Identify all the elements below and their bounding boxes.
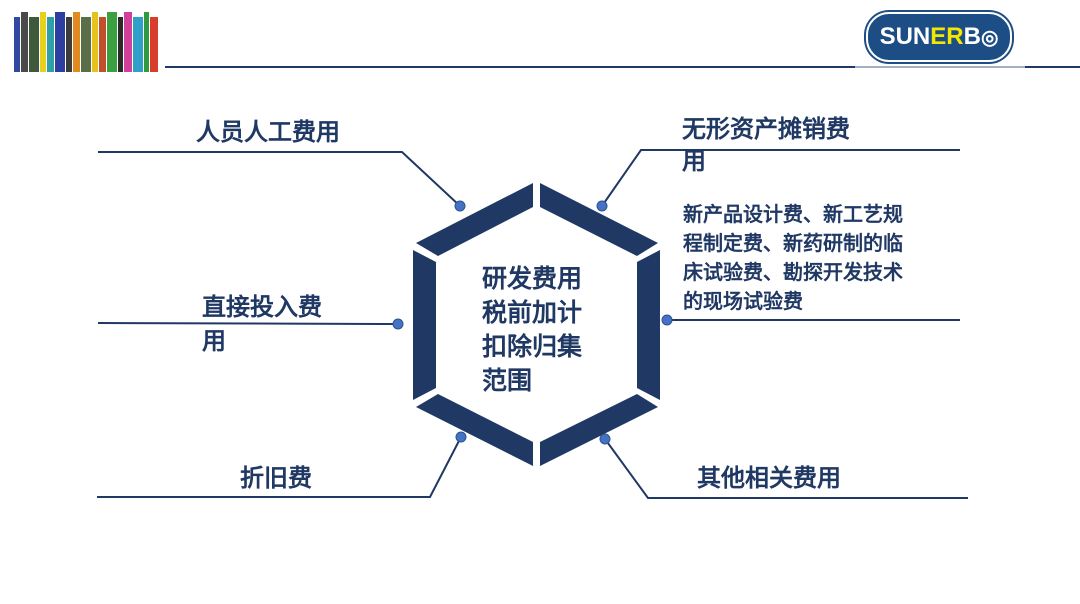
hexagon-ring [413,183,660,466]
label-line: 无形资产摊销费 [682,115,850,143]
connector-bottom-left [97,436,462,498]
hex-segment-bottom-left [416,394,533,466]
dot-mid-left [392,318,404,330]
book-spine [72,12,81,72]
connector-lines [97,149,968,499]
book-spine [14,16,20,72]
dot-top-right [596,200,608,212]
label-design-trial-costs: 新产品设计费、新工艺规 程制定费、新药研制的临 床试验费、勘探开发技术 的现场试… [683,200,903,316]
connector-top-right [601,149,960,207]
book-spine [29,16,39,72]
header-divider [165,66,1080,68]
hex-segment-bottom-right [540,394,658,466]
label-personnel-cost: 人员人工费用 [196,118,340,146]
book-spine [133,16,143,72]
desc-line: 程制定费、新药研制的临 [683,231,903,255]
center-title-line: 扣除归集 [482,332,583,361]
book-spine [65,16,72,72]
label-line: 直接投入费 [202,293,322,321]
book-spine [124,12,133,72]
hex-segment-top-left [416,183,533,256]
book-spine [150,16,158,72]
book-spine [39,12,46,72]
book-spine [117,16,124,72]
logo-mark-icon: ◎ [980,26,999,49]
connector-dots [392,200,673,445]
book-spine [91,12,98,72]
books-image [14,8,158,72]
center-title: 研发费用 税前加计 扣除归集 范围 [482,262,602,398]
hex-segment-top-right [540,183,658,256]
label-line: 用 [682,147,706,175]
book-spine [55,12,65,72]
book-spine [46,16,55,72]
center-title-line: 研发费用 [482,264,583,293]
desc-line: 床试验费、勘探开发技术 [683,260,903,284]
header-divider-highlight [855,66,1025,68]
connector-mid-left [97,322,399,325]
dot-top-left [454,200,466,212]
center-title-line: 范围 [482,366,533,395]
desc-line: 新产品设计费、新工艺规 [683,202,903,226]
connector-bottom-right [604,438,968,499]
label-intangible-amortization: 无形资产摊销费 用 [682,114,850,176]
book-spine [143,12,150,72]
center-title-line: 税前加计 [482,298,583,327]
label-other-costs: 其他相关费用 [697,464,841,492]
label-line: 用 [202,327,226,355]
logo-text-suffix: B [963,23,981,50]
connector-top-left [98,151,461,207]
logo-text-highlight: ER [930,23,964,50]
hex-segment-right [637,250,660,400]
label-depreciation: 折旧费 [240,464,312,492]
dot-mid-right [661,314,673,326]
book-spine [81,16,91,72]
hex-segment-left [413,250,436,400]
dot-bottom-right [599,433,611,445]
book-spine [20,12,29,72]
dot-bottom-left [455,431,467,443]
book-spine [98,16,107,72]
desc-line: 的现场试验费 [683,289,803,313]
label-direct-input-cost: 直接投入费 用 [202,292,322,356]
book-spine [107,12,117,72]
logo-text-prefix: SUN [879,23,931,50]
